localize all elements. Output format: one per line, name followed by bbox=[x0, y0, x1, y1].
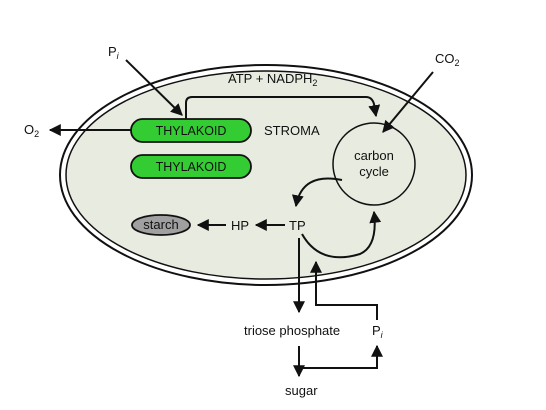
pi-bottom-subscript: i bbox=[381, 330, 384, 340]
sugar-to-pi-arrow bbox=[299, 344, 383, 369]
co2-text: CO bbox=[435, 51, 455, 66]
atp-nadph-label: ATP + NADPH2 bbox=[228, 71, 317, 88]
co2-label: CO2 bbox=[435, 51, 460, 68]
pi-to-thylakoid-arrow bbox=[125, 59, 183, 116]
tp-label: TP bbox=[289, 218, 306, 233]
carbon-cycle-label-line2: cycle bbox=[359, 164, 389, 179]
thylakoid-1-label: THYLAKOID bbox=[156, 124, 227, 138]
sugar-label: sugar bbox=[285, 383, 318, 398]
pi-top-subscript: i bbox=[117, 51, 120, 61]
atp-nadph-text: ATP + NADPH bbox=[228, 71, 312, 86]
pi-top-label: Pi bbox=[108, 44, 120, 61]
starch-granule bbox=[131, 214, 191, 236]
hp-label: HP bbox=[231, 218, 249, 233]
tp-to-carbon-cycle-arrow bbox=[301, 210, 382, 259]
atp-nadph-subscript: 2 bbox=[312, 78, 317, 88]
o2-subscript: 2 bbox=[34, 129, 39, 139]
chloroplast-inner-membrane bbox=[65, 70, 467, 280]
carbon-cycle-circle bbox=[332, 122, 416, 206]
thylakoid-2 bbox=[130, 154, 252, 179]
triose-phosphate-label: triose phosphate bbox=[244, 323, 340, 338]
carbon-cycle-label-line1: carbon bbox=[354, 148, 394, 163]
o2-text: O bbox=[24, 122, 34, 137]
thylakoid-2-label: THYLAKOID bbox=[156, 160, 227, 174]
o2-label: O2 bbox=[24, 122, 39, 139]
carbon-cycle-to-tp-arrow bbox=[291, 177, 343, 208]
pi-bottom-text: P bbox=[372, 323, 381, 338]
pi-bottom-label: Pi bbox=[372, 323, 384, 340]
starch-label: starch bbox=[143, 217, 178, 232]
stroma-label: STROMA bbox=[264, 123, 320, 138]
chloroplast-outer-membrane bbox=[59, 64, 473, 286]
co2-to-carbon-cycle-arrow bbox=[382, 71, 434, 133]
pi-top-text: P bbox=[108, 44, 117, 59]
co2-subscript: 2 bbox=[455, 58, 460, 68]
atp-to-carbon-cycle-arrow bbox=[185, 96, 381, 119]
pi-to-chloroplast-arrow bbox=[310, 260, 378, 320]
